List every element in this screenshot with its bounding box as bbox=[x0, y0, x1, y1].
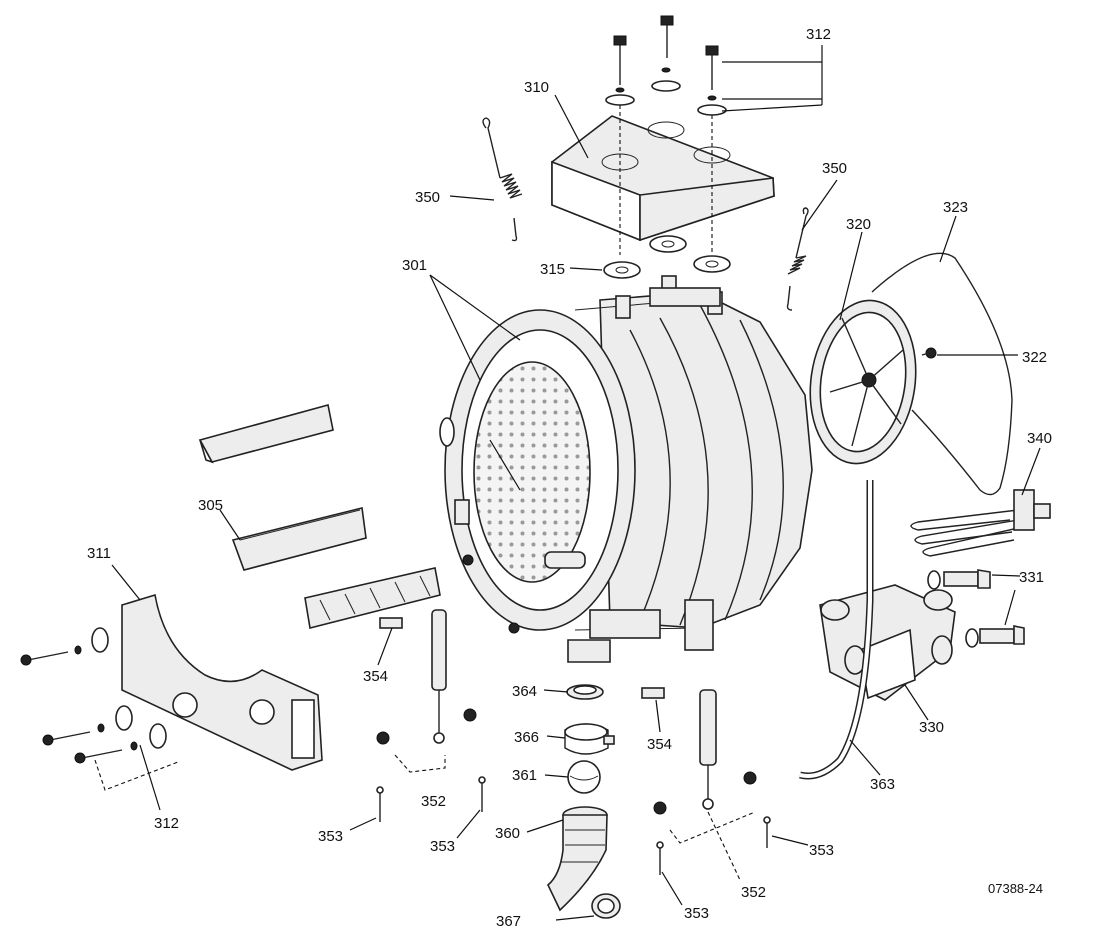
top-counterweight bbox=[551, 105, 775, 255]
lower-clamp bbox=[591, 893, 621, 919]
drain-sump bbox=[547, 806, 608, 912]
leader-lines bbox=[111, 45, 1041, 921]
washers bbox=[603, 235, 731, 279]
label-320: 320 bbox=[846, 216, 871, 233]
drive-belt bbox=[871, 252, 1013, 496]
top-bolt-right bbox=[697, 45, 727, 116]
label-367: 367 bbox=[496, 913, 521, 930]
screws bbox=[376, 776, 771, 875]
label-301: 301 bbox=[402, 257, 427, 274]
heater-element bbox=[910, 489, 1051, 557]
label-323: 323 bbox=[943, 199, 968, 216]
diagram-code: 07388-24 bbox=[988, 881, 1043, 896]
motor-bolts bbox=[927, 569, 1025, 648]
label-354-right: 354 bbox=[647, 736, 672, 753]
label-350-left: 350 bbox=[415, 189, 440, 206]
label-310: 310 bbox=[524, 79, 549, 96]
label-352-left: 352 bbox=[421, 793, 446, 810]
counterweight-side bbox=[121, 593, 323, 771]
label-354-left: 354 bbox=[363, 668, 388, 685]
label-361: 361 bbox=[512, 767, 537, 784]
label-353-a: 353 bbox=[318, 828, 343, 845]
label-312-top: 312 bbox=[806, 26, 831, 43]
grill-bracket bbox=[304, 567, 441, 629]
spring-right bbox=[786, 207, 809, 311]
motor-bracket bbox=[819, 584, 956, 701]
shock-absorber-left bbox=[376, 609, 477, 773]
drum-pulley bbox=[809, 299, 917, 465]
label-350-right: 350 bbox=[822, 160, 847, 177]
top-bolt-middle bbox=[651, 15, 681, 92]
shock-absorber-right bbox=[641, 687, 757, 881]
label-364: 364 bbox=[512, 683, 537, 700]
label-312-left: 312 bbox=[154, 815, 179, 832]
label-315: 315 bbox=[540, 261, 565, 278]
pulley-screw bbox=[921, 347, 937, 359]
label-340: 340 bbox=[1027, 430, 1052, 447]
label-353-c: 353 bbox=[684, 905, 709, 922]
drum-tub-assembly bbox=[439, 275, 813, 663]
label-305: 305 bbox=[198, 497, 223, 514]
label-366: 366 bbox=[514, 729, 539, 746]
spring-left bbox=[482, 117, 523, 242]
label-353-d: 353 bbox=[809, 842, 834, 859]
left-bolts bbox=[20, 627, 179, 791]
label-360: 360 bbox=[495, 825, 520, 842]
label-353-b: 353 bbox=[430, 838, 455, 855]
drain-ball bbox=[567, 760, 601, 794]
label-352-right: 352 bbox=[741, 884, 766, 901]
drain-ring bbox=[566, 684, 604, 700]
label-363: 363 bbox=[870, 776, 895, 793]
upper-weight-bar bbox=[198, 404, 334, 464]
label-331: 331 bbox=[1019, 569, 1044, 586]
hose-clamp bbox=[564, 723, 615, 755]
front-weight-bar bbox=[231, 507, 367, 571]
top-bolt-left bbox=[605, 35, 635, 106]
label-322: 322 bbox=[1022, 349, 1047, 366]
label-311: 311 bbox=[87, 545, 111, 562]
label-330: 330 bbox=[919, 719, 944, 736]
